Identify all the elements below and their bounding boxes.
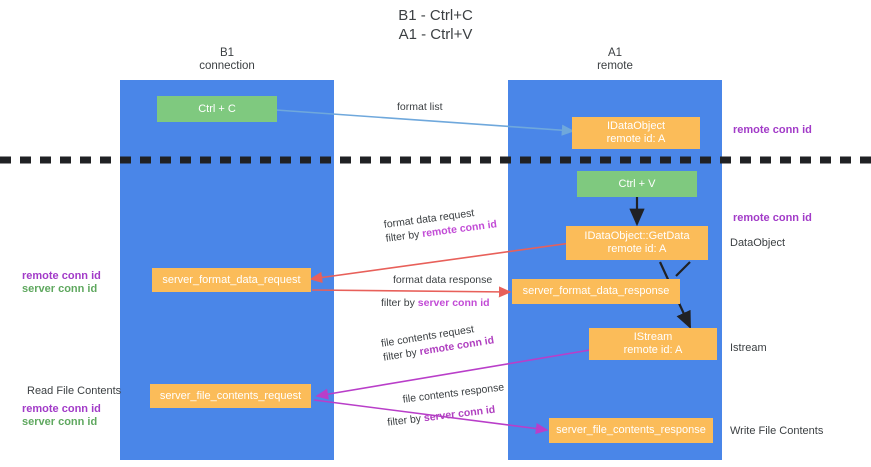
box-server-file-contents-response-line-1: server_file_contents_response — [556, 424, 706, 436]
column-header-a1: A1 remote — [508, 47, 722, 73]
edge-label-format-data-response-line-1: format data response — [393, 274, 493, 286]
annotation-right-istream: Istream — [730, 342, 767, 354]
edge-label-format-data-response: format data response filter by server co… — [381, 273, 492, 310]
title-line-2: A1 - Ctrl+V — [398, 26, 473, 43]
box-server-format-data-request-line-1: server_format_data_request — [162, 273, 301, 286]
box-server-file-contents-response[interactable]: server_file_contents_response — [549, 418, 713, 443]
edge-label-format-data-response-prefix: filter by — [381, 297, 418, 309]
box-idataobject-top-line-2: remote id: A — [606, 133, 666, 145]
box-server-format-data-request[interactable]: server_format_data_request — [152, 268, 311, 292]
edge-label-format-data-response-line-2: filter by server conn id — [381, 296, 492, 310]
column-header-b1: B1 connection — [120, 47, 334, 73]
column-header-b1-line1: B1 — [219, 47, 235, 59]
annotation-left-server-conn-id-1: server conn id — [22, 283, 98, 295]
box-idataobject-getdata-line-1: IDataObject::GetData — [584, 230, 690, 242]
box-ctrl-v-line-1: Ctrl + V — [618, 177, 656, 190]
edge-label-format-data-request: format data request filter by remote con… — [383, 203, 498, 245]
edge-label-file-contents-response-highlight: server conn id — [423, 403, 496, 425]
column-header-a1-line1: A1 — [607, 47, 623, 59]
box-istream-line-1: IStream — [633, 331, 673, 343]
box-ctrl-c[interactable]: Ctrl + C — [157, 96, 277, 122]
annotation-right-dataobject: DataObject — [730, 237, 786, 249]
annotation-right-remote-conn-id-1: remote conn id — [733, 124, 812, 136]
edge-label-format-data-request-prefix: filter by — [384, 228, 423, 245]
edge-label-format-data-response-highlight: server conn id — [417, 297, 490, 309]
box-server-file-contents-request-line-1: server_file_contents_request — [159, 389, 302, 402]
annotation-left-remote-conn-id-2: remote conn id — [22, 403, 101, 415]
annotation-left-server-conn-id-2: server conn id — [22, 416, 98, 428]
annotation-left-remote-conn-id-1: remote conn id — [22, 270, 101, 282]
column-header-b1-line2: connection — [199, 60, 255, 72]
box-istream[interactable]: IStream remote id: A — [589, 328, 717, 360]
column-header-a1-line2: remote — [597, 60, 633, 72]
edge-label-file-contents-response: file contents response filter by server … — [384, 380, 508, 429]
annotation-left-read-file-contents: Read File Contents — [27, 385, 122, 397]
title-line-1: B1 - Ctrl+C — [398, 7, 473, 24]
box-ctrl-c-line-1: Ctrl + C — [198, 102, 236, 115]
box-istream-line-2: remote id: A — [623, 344, 683, 356]
box-idataobject-top-line-1: IDataObject — [606, 120, 666, 132]
annotation-right-write-file-contents: Write File Contents — [730, 425, 824, 437]
page-title: B1 - Ctrl+C A1 - Ctrl+V — [0, 6, 871, 44]
box-idataobject-getdata-line-2: remote id: A — [607, 243, 667, 255]
box-ctrl-v[interactable]: Ctrl + V — [577, 171, 697, 197]
edge-label-file-contents-response-prefix: filter by — [386, 412, 425, 429]
box-idataobject-top[interactable]: IDataObject remote id: A — [572, 117, 700, 149]
box-server-format-data-response-line-1: server_format_data_response — [522, 285, 670, 297]
edge-label-format-list: format list — [397, 100, 443, 114]
edge-label-file-contents-request: file contents request filter by remote c… — [380, 319, 495, 364]
box-server-file-contents-request[interactable]: server_file_contents_request — [150, 384, 311, 408]
edge-label-format-list-line-1: format list — [397, 101, 443, 113]
annotation-right-remote-conn-id-2: remote conn id — [733, 212, 812, 224]
box-idataobject-getdata[interactable]: IDataObject::GetData remote id: A — [566, 226, 708, 260]
box-server-format-data-response[interactable]: server_format_data_response — [512, 279, 680, 304]
